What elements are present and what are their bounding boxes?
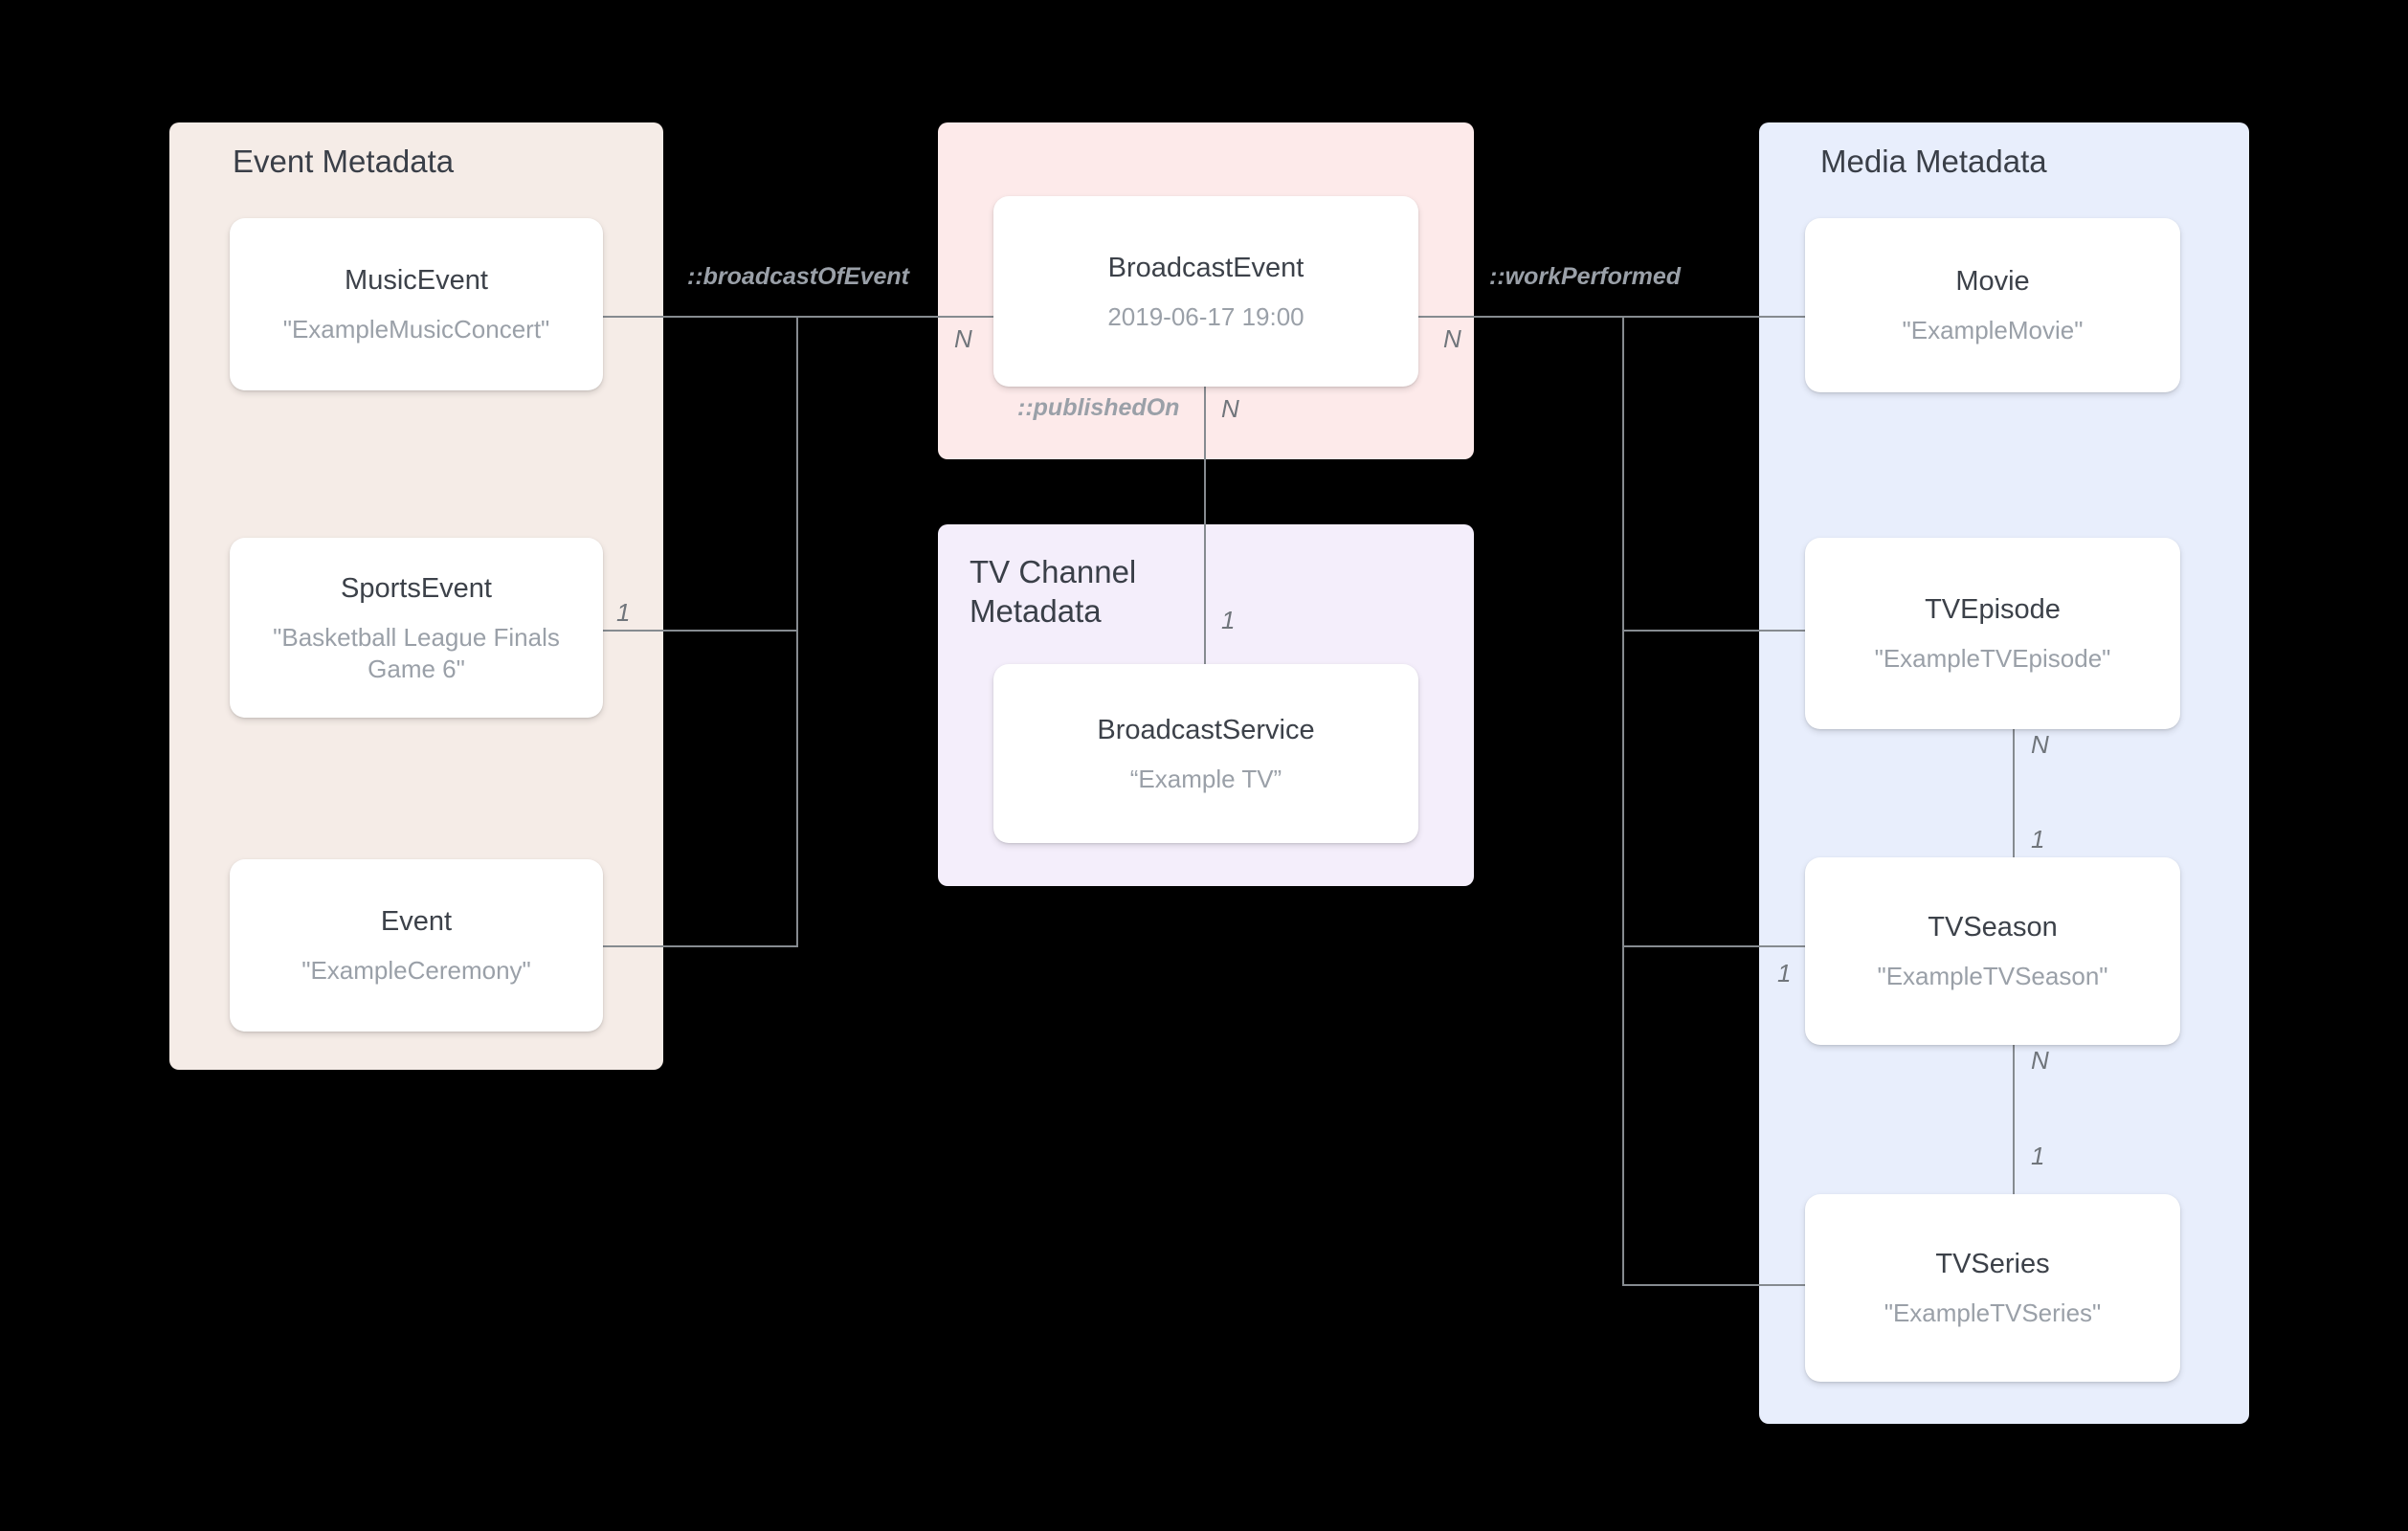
cardinality-sports-event-side: 1 xyxy=(616,598,631,627)
node-tv-episode-value: "ExampleTVEpisode" xyxy=(1874,644,2111,673)
node-broadcast-service-value: “Example TV” xyxy=(1129,764,1282,793)
edge-right-bus-to-tv-series xyxy=(1622,1284,1805,1286)
node-tv-episode[interactable]: TVEpisode "ExampleTVEpisode" xyxy=(1805,538,2180,729)
node-broadcast-event[interactable]: BroadcastEvent 2019-06-17 19:00 xyxy=(993,196,1418,387)
node-broadcast-event-type: BroadcastEvent xyxy=(1107,252,1304,283)
node-event[interactable]: Event "ExampleCeremony" xyxy=(230,859,603,1032)
edge-right-bus-vertical xyxy=(1622,316,1624,1286)
edge-sports-event-to-bus xyxy=(603,630,798,632)
relation-label-work-performed: ::workPerformed xyxy=(1489,263,1682,290)
cardinality-tv-series-top: 1 xyxy=(2031,1142,2045,1170)
edge-left-bus-vertical xyxy=(796,316,798,947)
node-event-value: "ExampleCeremony" xyxy=(301,956,531,985)
node-tv-series-value: "ExampleTVSeries" xyxy=(1884,1298,2102,1327)
cardinality-tv-season-top: 1 xyxy=(2031,825,2045,854)
node-event-type: Event xyxy=(380,906,453,937)
edge-music-event-to-bus xyxy=(603,316,798,318)
group-title-event-metadata: Event Metadata xyxy=(233,144,455,179)
node-tv-series-type: TVSeries xyxy=(1935,1249,2050,1279)
node-broadcast-event-value: 2019-06-17 19:00 xyxy=(1107,301,1304,331)
cardinality-broadcast-service-top: 1 xyxy=(1221,606,1236,634)
node-sports-event[interactable]: SportsEvent "Basketball League Finals Ga… xyxy=(230,538,603,718)
node-tv-season-type: TVSeason xyxy=(1928,912,2058,943)
node-broadcast-service-type: BroadcastService xyxy=(1097,714,1315,745)
node-music-event[interactable]: MusicEvent "ExampleMusicConcert" xyxy=(230,218,603,390)
node-movie-value: "ExampleMovie" xyxy=(1902,316,2084,344)
edge-right-bus-to-tv-episode xyxy=(1622,630,1805,632)
edge-right-bus-to-tv-season xyxy=(1622,945,1805,947)
node-sports-event-value: "Basketball League Finals Game 6" xyxy=(273,622,560,683)
group-title-media-metadata: Media Metadata xyxy=(1820,144,2047,179)
relation-label-broadcast-of-event: ::broadcastOfEvent xyxy=(687,263,909,290)
edge-broadcast-event-to-broadcast-service xyxy=(1204,387,1206,664)
node-tv-episode-type: TVEpisode xyxy=(1925,594,2061,625)
group-title-tv-channel-metadata: TV Channel Metadata xyxy=(970,554,1137,629)
cardinality-broadcast-event-bottom: N xyxy=(1221,394,1239,423)
edge-tv-episode-to-tv-season xyxy=(2013,729,2015,921)
node-tv-season[interactable]: TVSeason "ExampleTVSeason" xyxy=(1805,857,2180,1045)
node-music-event-type: MusicEvent xyxy=(345,265,488,296)
relation-label-published-on: ::publishedOn xyxy=(1017,394,1180,421)
cardinality-tv-season-bottom: N xyxy=(2031,1046,2049,1075)
cardinality-tv-season-left: 1 xyxy=(1777,959,1792,987)
edge-event-to-bus xyxy=(603,945,798,947)
node-sports-event-type: SportsEvent xyxy=(341,572,492,604)
node-music-event-value: "ExampleMusicConcert" xyxy=(282,315,550,344)
edge-tv-season-to-tv-series xyxy=(2013,1045,2015,1236)
cardinality-broadcast-event-left: N xyxy=(954,324,972,353)
node-broadcast-service[interactable]: BroadcastService “Example TV” xyxy=(993,664,1418,843)
node-movie-type: Movie xyxy=(1955,266,2030,297)
edge-bus-to-broadcast-event xyxy=(796,316,993,318)
edge-broadcast-event-to-right-bus xyxy=(1418,316,1805,318)
node-tv-season-value: "ExampleTVSeason" xyxy=(1877,962,2108,990)
node-tv-series[interactable]: TVSeries "ExampleTVSeries" xyxy=(1805,1194,2180,1382)
cardinality-tv-episode-bottom: N xyxy=(2031,730,2049,759)
node-movie[interactable]: Movie "ExampleMovie" xyxy=(1805,218,2180,392)
cardinality-broadcast-event-right: N xyxy=(1443,324,1461,353)
